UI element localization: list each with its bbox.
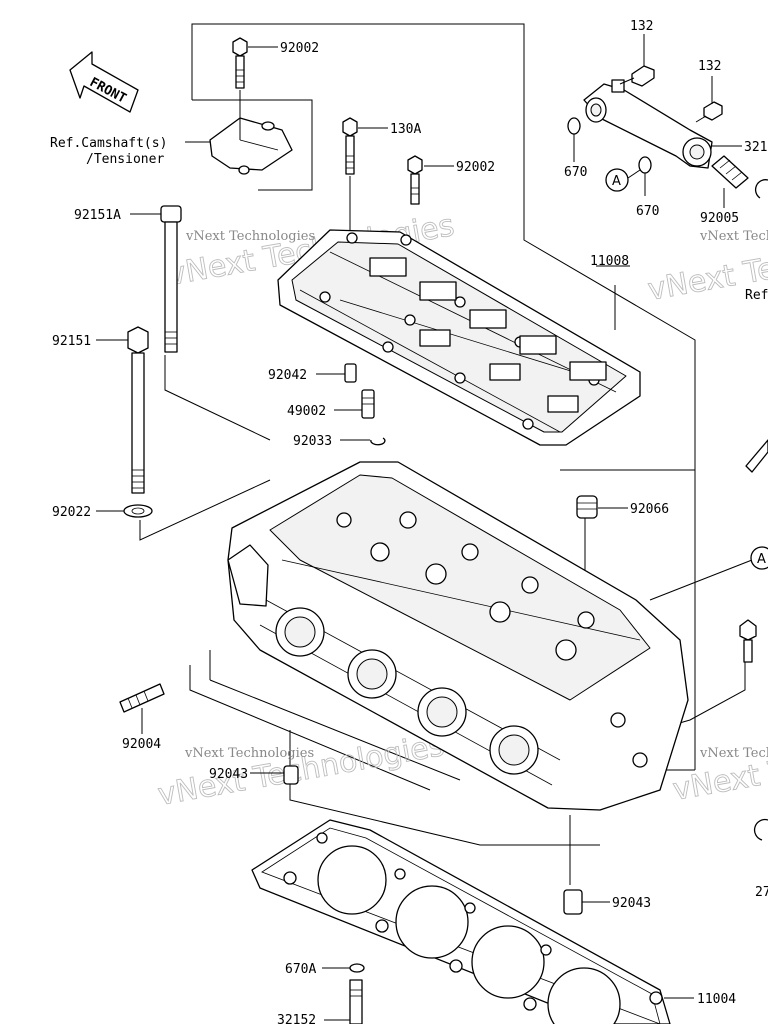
label-11008: 11008 [590, 254, 629, 269]
label-321: 321 [744, 140, 767, 155]
label-27: 27 [755, 885, 768, 900]
bolt-92002-mid [407, 155, 423, 205]
edge-part-ring [754, 179, 768, 199]
stud-92004 [119, 683, 165, 713]
svg-text:A: A [612, 174, 621, 189]
label-92004: 92004 [122, 737, 161, 752]
label-49002: 49002 [287, 404, 326, 419]
callout-A-right: A [750, 546, 768, 570]
pipe-assembly-321 [583, 79, 713, 169]
edge-bolt-right [739, 619, 757, 663]
fitting-92005 [711, 155, 749, 189]
washer-92022 [123, 504, 153, 518]
bolt-92151 [127, 326, 149, 494]
svg-text:A: A [757, 552, 766, 567]
dowel-92043-left [283, 765, 299, 785]
bolt-92151A [160, 205, 182, 353]
camshaft-cap-11008 [277, 229, 641, 446]
svg-text:vNext Technologies: vNext Technologies [699, 229, 768, 244]
oring-670-a [567, 117, 581, 135]
pipe-32152 [349, 979, 363, 1024]
label-92033: 92033 [293, 434, 332, 449]
label-132-a: 132 [630, 19, 653, 34]
label-92002-mid: 92002 [456, 160, 495, 175]
label-92043-right: 92043 [612, 896, 651, 911]
label-130A: 130A [390, 122, 421, 137]
label-11004: 11004 [697, 992, 736, 1007]
svg-text:vNext Technologies: vNext Technologies [184, 746, 314, 761]
ref-camshaft-line2: /Tensioner [86, 152, 164, 167]
bolt-130A [342, 117, 358, 175]
dowel-92042 [344, 363, 357, 383]
cylinder-head [227, 461, 689, 811]
svg-text:vNext Technologies: vNext Technologies [155, 728, 447, 813]
edge-stud-right [745, 439, 768, 473]
front-arrow-icon: FRONT [69, 51, 139, 113]
label-92042: 92042 [268, 368, 307, 383]
svg-text:vNext Technologies: vNext Technologies [670, 723, 768, 808]
label-670-b: 670 [636, 204, 659, 219]
head-gasket-11004 [251, 819, 671, 1024]
bolt-92002-top [232, 37, 248, 89]
callout-A-top: A [605, 168, 641, 192]
svg-text:vNext Technologies: vNext Technologies [699, 746, 768, 761]
dowel-92043-right [563, 889, 583, 915]
frame-lines [139, 23, 753, 885]
label-92002-top: 92002 [280, 41, 319, 56]
label-132-b: 132 [698, 59, 721, 74]
oring-670A [349, 963, 365, 973]
svg-text:vNext Technologies: vNext Technologies [185, 229, 315, 244]
label-92043-left: 92043 [209, 767, 248, 782]
label-670-a: 670 [564, 165, 587, 180]
ref-camshaft-line1: Ref.Camshaft(s) [50, 136, 167, 151]
plug-92066 [576, 495, 598, 519]
label-92151: 92151 [52, 334, 91, 349]
bolt-132-b [695, 101, 723, 123]
label-670A: 670A [285, 962, 316, 977]
label-92066: 92066 [630, 502, 669, 517]
oring-670-b [638, 156, 652, 174]
tensioner-bracket [209, 117, 293, 175]
label-92005: 92005 [700, 211, 739, 226]
ref-right: Ref [745, 288, 768, 303]
label-32152: 32152 [277, 1013, 316, 1024]
part-49002 [361, 389, 375, 419]
label-92151A: 92151A [74, 208, 121, 223]
label-92022: 92022 [52, 505, 91, 520]
edge-part-ring-lower [753, 818, 768, 841]
bolt-132-a [619, 65, 655, 87]
